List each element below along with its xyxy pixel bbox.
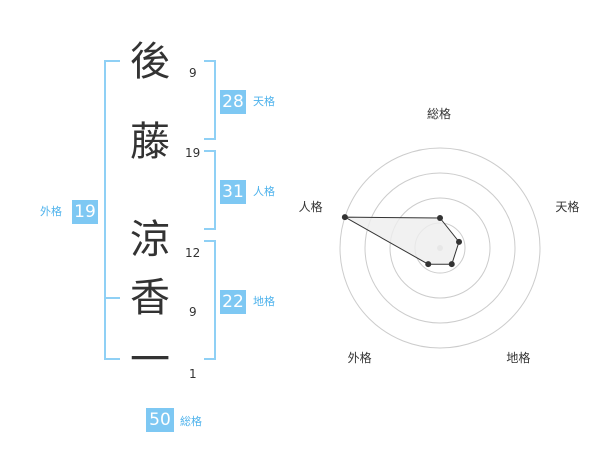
name-char-4: 香 [130, 275, 170, 321]
stroke-count-2: 19 [185, 146, 201, 160]
radar-series-polygon [344, 216, 460, 265]
soukaku-label: 総格 [180, 415, 202, 428]
radar-axis-label-5: 人格 [298, 200, 323, 215]
radar-point-4 [425, 261, 432, 268]
radar-axis-label-4: 外格 [347, 351, 372, 366]
name-char-2: 藤 [130, 119, 170, 165]
radar-ring-2 [389, 197, 491, 299]
chikaku-value: 22 [220, 290, 246, 314]
radar-chart [339, 147, 541, 349]
soukaku-value: 50 [146, 408, 174, 432]
name-char-1: 後 [130, 39, 170, 85]
radar-point-3 [448, 261, 455, 268]
gaikaku-value: 19 [72, 200, 98, 224]
tenkaku-label: 天格 [253, 95, 275, 108]
stroke-count-3: 12 [185, 246, 201, 260]
jinkaku-value: 31 [220, 180, 246, 204]
jinkaku-label: 人格 [253, 185, 275, 198]
radar-axis-label-1: 総格 [427, 107, 452, 121]
name-char-3: 涼 [130, 217, 170, 263]
jinkaku-bracket [204, 150, 216, 230]
name-char-5: 一 [130, 337, 170, 383]
gaikaku-bracket-tick [104, 297, 120, 299]
radar-point-2 [456, 238, 463, 245]
chikaku-bracket [204, 240, 216, 360]
stroke-count-1: 9 [189, 66, 197, 80]
radar-axis-label-3: 地格 [506, 351, 531, 366]
chikaku-label: 地格 [253, 295, 275, 308]
radar-ring-4 [339, 147, 541, 349]
gaikaku-label: 外格 [40, 205, 62, 218]
gaikaku-bracket [104, 60, 120, 360]
stroke-count-4: 9 [189, 305, 197, 319]
radar-ring-3 [364, 172, 516, 324]
radar-point-1 [437, 215, 443, 221]
radar-point-5 [341, 214, 348, 221]
tenkaku-value: 28 [220, 90, 246, 114]
radar-axis-label-2: 天格 [555, 200, 580, 215]
stroke-count-5: 1 [189, 367, 197, 381]
tenkaku-bracket [204, 60, 216, 140]
